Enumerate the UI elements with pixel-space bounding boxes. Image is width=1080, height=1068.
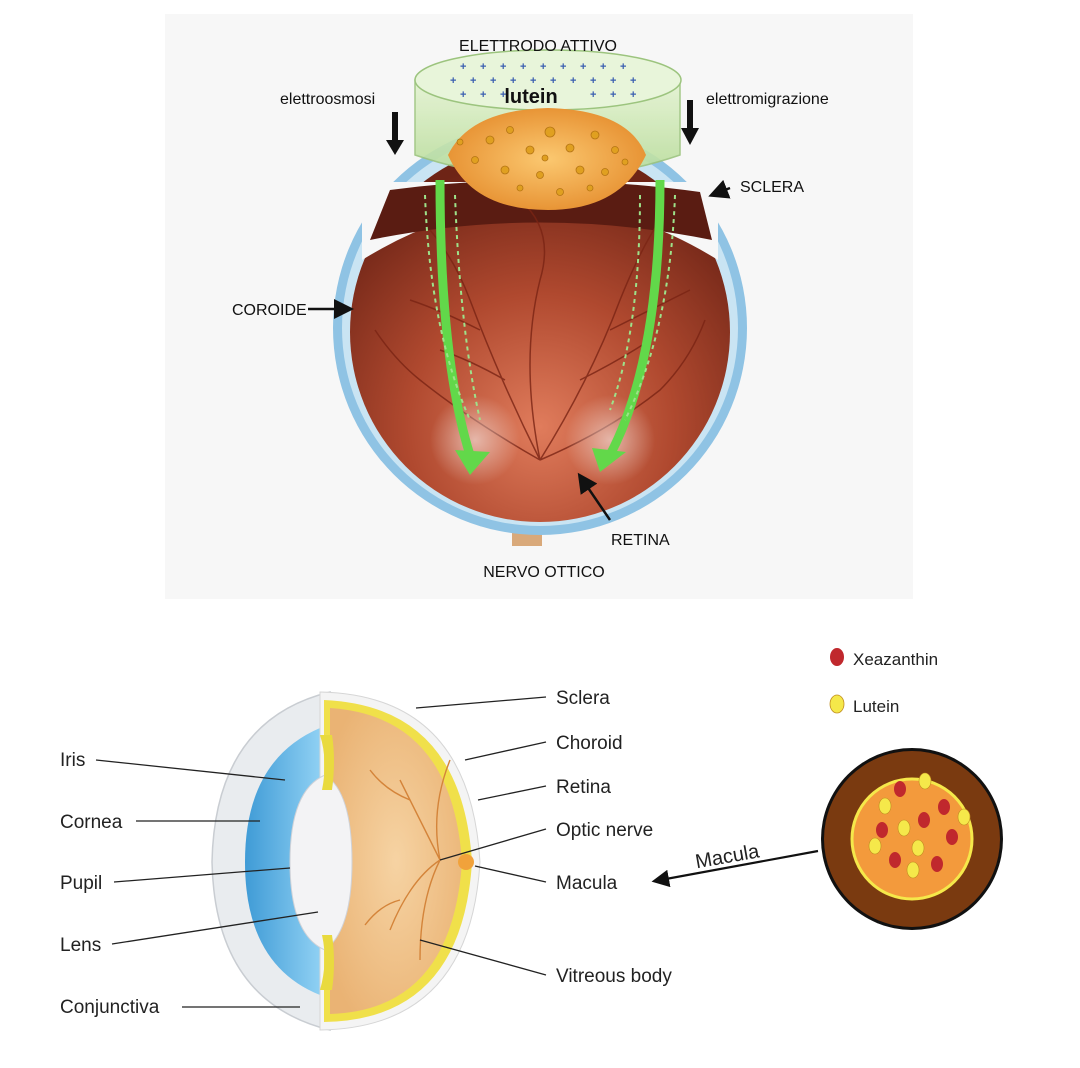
svg-text:+: +	[470, 75, 476, 87]
svg-text:+: +	[460, 89, 466, 101]
cornea	[245, 728, 320, 995]
label-lines	[95, 696, 547, 1008]
svg-text:+: +	[480, 61, 486, 73]
svg-text:+: +	[450, 75, 456, 87]
optic-nerve-label: NERVO OTTICO	[483, 564, 605, 581]
svg-text:+: +	[550, 75, 556, 87]
svg-text:+: +	[540, 61, 546, 73]
label-choroid: Choroid	[556, 733, 623, 754]
svg-text:+: +	[570, 75, 576, 87]
legend-xeazanthin-swatch	[830, 648, 844, 666]
macula-zoom	[821, 748, 1003, 930]
vitreous-body	[330, 708, 462, 1014]
sclera-pointer	[708, 179, 731, 199]
legend: Xeazanthin Lutein	[829, 648, 938, 716]
legend-lutein-label: Lutein	[853, 697, 899, 716]
svg-text:+: +	[560, 61, 566, 73]
label-vitreous-body: Vitreous body	[556, 966, 672, 987]
svg-text:+: +	[490, 75, 496, 87]
bottom-retinal-vessels	[364, 759, 451, 961]
svg-text:+: +	[580, 61, 586, 73]
lutein-dots	[868, 772, 971, 879]
xeazanthin-dots	[876, 781, 958, 872]
electroosmosis-label: elettroosmosi	[280, 91, 375, 108]
svg-text:+: +	[500, 61, 506, 73]
label-lens: Lens	[60, 935, 101, 956]
label-retina: Retina	[556, 777, 611, 798]
svg-text:+: +	[480, 89, 486, 101]
svg-text:+: +	[530, 75, 536, 87]
svg-text:+: +	[590, 89, 596, 101]
lutein-label: lutein	[504, 86, 557, 108]
retina-label: RETINA	[611, 532, 670, 549]
bottom-eye	[95, 691, 819, 1031]
svg-text:+: +	[520, 61, 526, 73]
label-optic-nerve: Optic nerve	[556, 820, 653, 841]
label-pupil: Pupil	[60, 873, 102, 894]
lutein-deposit	[448, 108, 646, 210]
macula-arrow	[651, 849, 819, 888]
legend-xeazanthin-label: Xeazanthin	[853, 650, 938, 669]
label-sclera: Sclera	[556, 688, 610, 709]
flow-arrows	[386, 100, 699, 155]
sclera-label: SCLERA	[740, 179, 804, 196]
label-macula: Macula	[556, 873, 618, 894]
svg-text:+: +	[500, 89, 506, 101]
label-iris: Iris	[60, 750, 85, 771]
svg-text:+: +	[590, 75, 596, 87]
label-cornea: Cornea	[60, 812, 123, 833]
legend-lutein-swatch	[829, 694, 845, 714]
svg-text:+: +	[460, 61, 466, 73]
svg-text:+: +	[620, 61, 626, 73]
svg-text:+: +	[600, 61, 606, 73]
svg-text:+: +	[610, 89, 616, 101]
electrode-label: ELETTRODO ATTIVO	[459, 38, 617, 55]
svg-text:+: +	[510, 75, 516, 87]
svg-text:+: +	[610, 75, 616, 87]
svg-text:+: +	[630, 75, 636, 87]
choroid-label: COROIDE	[232, 302, 307, 319]
label-conjunctiva: Conjunctiva	[60, 997, 160, 1018]
macula-spot	[458, 854, 474, 870]
retina-pointer	[577, 472, 612, 521]
top-eye: + + + + + + + + + + + + + + + + + + + + + + + + +	[308, 49, 747, 546]
migration-arrows	[424, 179, 676, 475]
positive-charges: + + + + + + + + + + + + + + + + + + + + + + + + +	[450, 61, 636, 101]
electromigration-label: elettromigrazione	[706, 91, 829, 108]
svg-text:+: +	[630, 89, 636, 101]
